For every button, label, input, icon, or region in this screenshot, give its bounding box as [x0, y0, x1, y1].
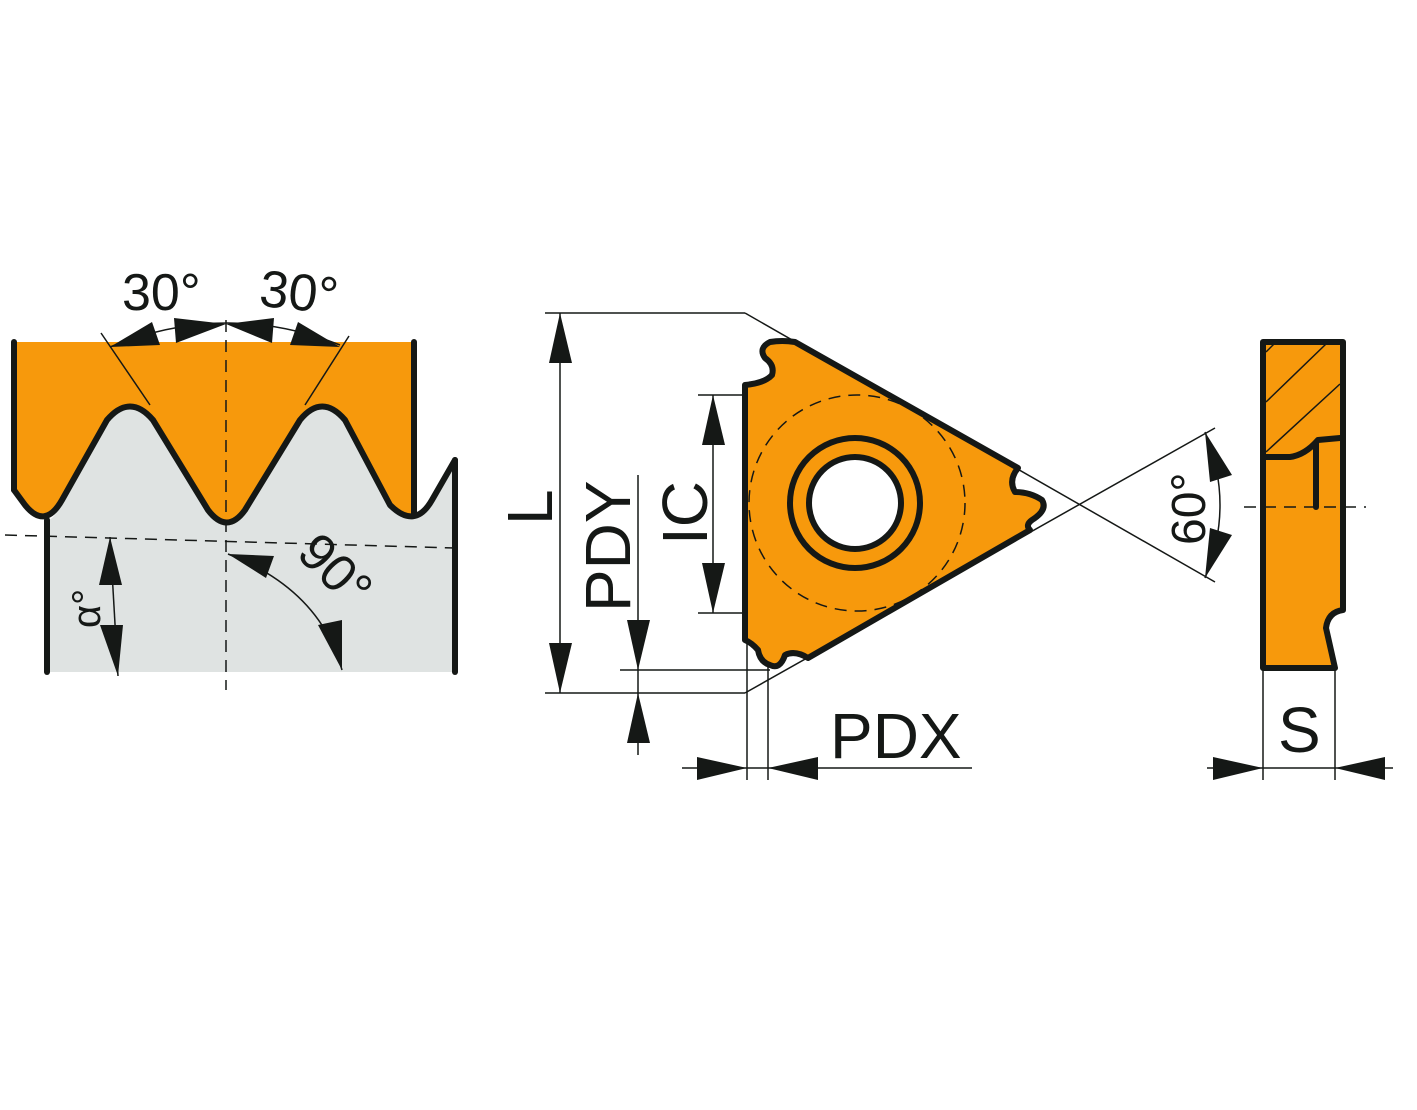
- ic-label: IC: [649, 481, 721, 545]
- arrow-icon: [549, 643, 572, 693]
- chipbreaker-line: [1263, 435, 1343, 460]
- arrow-icon: [1205, 528, 1232, 578]
- arrow-icon: [174, 318, 226, 343]
- pdx-label: PDX: [830, 700, 962, 772]
- arrow-icon: [1205, 432, 1232, 482]
- thread-axis: [4, 534, 456, 549]
- arrow-icon: [226, 318, 274, 343]
- arrow-icon: [702, 395, 725, 445]
- insert-side-view: S: [1207, 339, 1393, 780]
- arrow-icon: [110, 322, 160, 347]
- arrow-icon: [100, 625, 123, 676]
- arrow-icon: [228, 554, 274, 578]
- flank-line-left: [100, 332, 151, 406]
- angle-label-right: 30°: [257, 260, 341, 326]
- l-label: L: [494, 489, 566, 525]
- insert-profile: [14, 342, 414, 523]
- arrow-icon: [99, 537, 122, 585]
- hole: [806, 454, 904, 552]
- inscribed-circle: [748, 394, 966, 612]
- pdy-label: PDY: [572, 480, 644, 612]
- arrow-icon: [318, 620, 342, 670]
- arrow-icon: [627, 693, 650, 743]
- alpha-label: α°: [65, 589, 109, 628]
- arrow-icon: [290, 322, 340, 347]
- angle-label-left: 30°: [122, 264, 201, 322]
- s-label: S: [1278, 694, 1321, 766]
- thread-profile-view: 30° 30° α° 90°: [4, 260, 458, 690]
- arrow-icon: [627, 620, 650, 670]
- insert-top-view: L PDY IC PDX 60°: [494, 312, 1232, 780]
- side-body: [1260, 339, 1346, 671]
- tip-angle-label: 60°: [1163, 472, 1216, 545]
- arrow-icon: [1335, 757, 1385, 780]
- arrow-icon: [549, 313, 572, 363]
- arrow-icon: [702, 563, 725, 613]
- workpiece-area: [47, 406, 455, 672]
- hole-outer-ring: [787, 435, 923, 571]
- arrow-icon: [1213, 757, 1263, 780]
- arrow-icon: [697, 757, 747, 780]
- arrow-icon: [768, 757, 818, 780]
- flank-line-right: [304, 335, 350, 406]
- hatch-lines: [1265, 343, 1341, 453]
